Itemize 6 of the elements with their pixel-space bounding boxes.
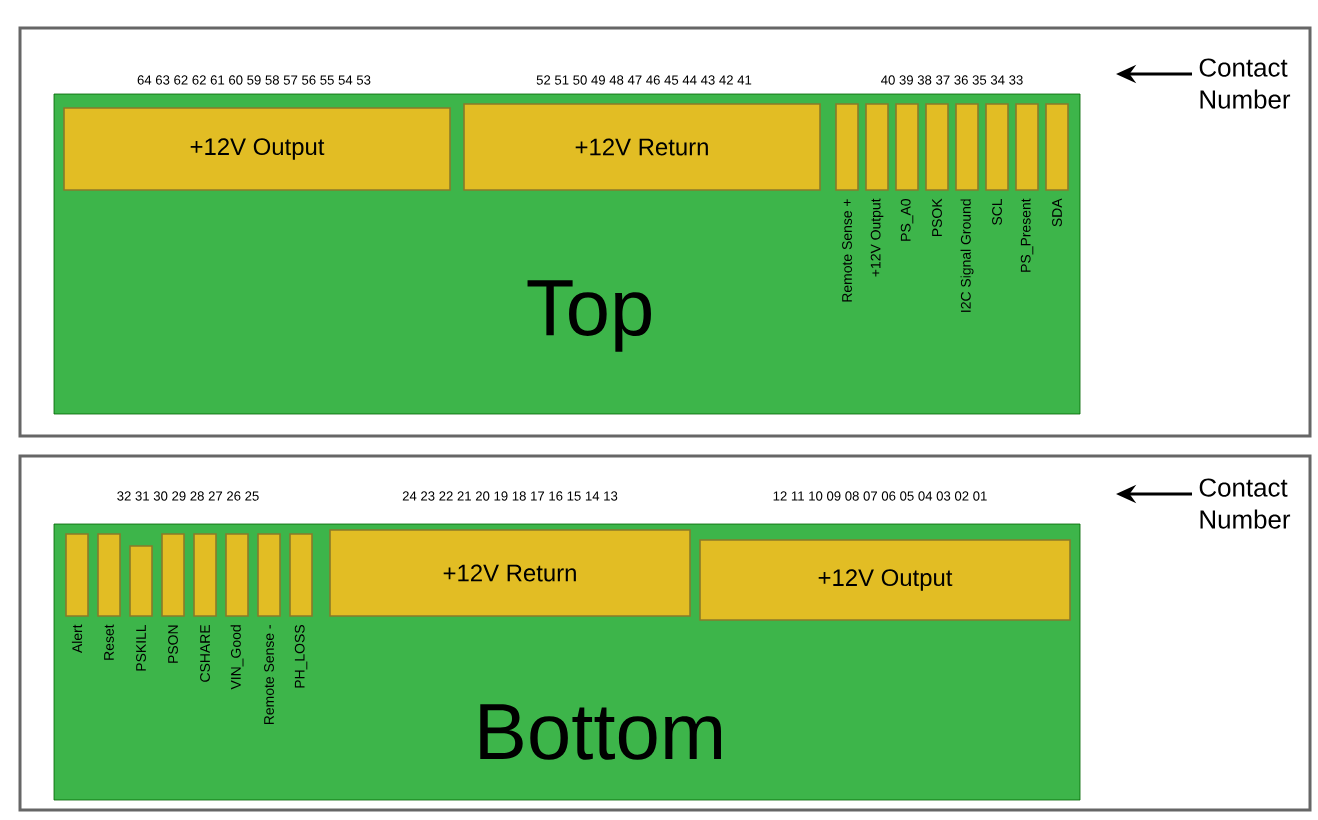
contact-pad: +12V Output — [63, 107, 451, 191]
note-text: Contact Number — [1199, 58, 1291, 109]
contact-pad: +12V Output — [699, 539, 1071, 621]
contact-pad: +12V Return — [329, 529, 691, 617]
contact-pad: +12V Return — [463, 103, 821, 191]
note-text: Contact Number — [1199, 478, 1291, 529]
